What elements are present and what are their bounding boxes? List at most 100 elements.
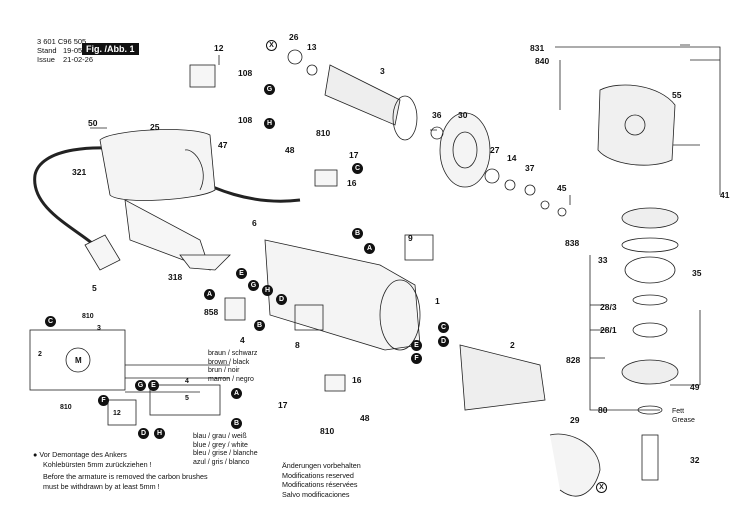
callout-a-top: A bbox=[364, 243, 375, 254]
note-line-3: Before the armature is removed the carbo… bbox=[43, 472, 208, 481]
callout-g-mid: G bbox=[248, 280, 259, 291]
wire-bottom-line-1: blau / grau / weiß bbox=[193, 433, 247, 440]
label-16a: 16 bbox=[347, 178, 357, 188]
callout-b-schem: B bbox=[231, 418, 242, 429]
label-810a: 810 bbox=[316, 128, 331, 138]
schematic-label-12: 12 bbox=[113, 410, 121, 417]
label-26: 26 bbox=[289, 32, 299, 42]
label-1: 1 bbox=[435, 296, 440, 306]
label-50: 50 bbox=[88, 118, 98, 128]
label-8: 8 bbox=[295, 340, 300, 350]
label-33: 33 bbox=[598, 255, 608, 265]
label-4: 4 bbox=[240, 335, 245, 345]
callout-x-bottom: X bbox=[596, 482, 607, 493]
callout-d-right: D bbox=[438, 336, 449, 347]
label-29: 29 bbox=[570, 415, 580, 425]
wire-top-line-1: braun / schwarz bbox=[208, 350, 258, 357]
callout-h-mid: H bbox=[262, 285, 273, 296]
label-28-3: 28/3 bbox=[600, 302, 617, 312]
figure-label: Fig. /Abb. 1 bbox=[82, 43, 139, 55]
wire-top-line-3: brun / noir bbox=[208, 367, 240, 374]
issue-value: 21-02-26 bbox=[63, 55, 94, 64]
schematic-label-3: 3 bbox=[97, 325, 101, 332]
schematic-motor-label: M bbox=[75, 356, 82, 365]
label-14: 14 bbox=[507, 153, 517, 163]
callout-b-top: B bbox=[352, 228, 363, 239]
callout-f-right: F bbox=[411, 353, 422, 364]
callout-d-mid: D bbox=[276, 294, 287, 305]
label-318: 318 bbox=[168, 272, 183, 282]
wire-top-line-4: marron / negro bbox=[208, 375, 254, 383]
callout-a-schem: A bbox=[231, 388, 242, 399]
callout-e-schem: E bbox=[148, 380, 159, 391]
callout-x-top: X bbox=[266, 40, 277, 51]
label-16b: 16 bbox=[352, 375, 362, 385]
label-35: 35 bbox=[692, 268, 702, 278]
label-30: 30 bbox=[458, 110, 468, 120]
label-17b: 17 bbox=[278, 400, 288, 410]
callout-g-top: G bbox=[264, 84, 275, 95]
label-9: 9 bbox=[408, 233, 413, 243]
wire-color-bottom: blau / grau / weiß blue / grey / white b… bbox=[193, 433, 258, 467]
label-108a: 108 bbox=[238, 68, 253, 78]
label-828: 828 bbox=[566, 355, 581, 365]
label-2: 2 bbox=[510, 340, 515, 350]
callout-h-top: H bbox=[264, 118, 275, 129]
note-line-4: must be withdrawn by at least 5mm ! bbox=[43, 481, 160, 491]
disclaimer-en: Modifications reserved bbox=[282, 470, 354, 480]
callout-g-schem: G bbox=[135, 380, 146, 391]
label-321: 321 bbox=[72, 167, 87, 177]
disclaimer-es: Salvo modificaciones bbox=[282, 489, 350, 499]
label-47: 47 bbox=[218, 140, 228, 150]
label-41: 41 bbox=[720, 190, 730, 200]
label-36: 36 bbox=[432, 110, 442, 120]
label-3: 3 bbox=[380, 66, 385, 76]
label-37: 37 bbox=[525, 163, 535, 173]
label-32: 32 bbox=[690, 455, 700, 465]
armature-note: ● Vor Demontage des Ankers Kohlebürsten … bbox=[33, 450, 208, 491]
callout-d-schem: D bbox=[138, 428, 149, 439]
issue-label: Issue bbox=[37, 55, 55, 64]
stand-value: 19-05 bbox=[63, 46, 83, 55]
wire-top-line-2: brown / black bbox=[208, 358, 250, 366]
callout-c-schem: C bbox=[45, 316, 56, 327]
label-810b: 810 bbox=[320, 426, 335, 436]
note-line-1: ● Vor Demontage des Ankers bbox=[33, 450, 127, 459]
disclaimer: Änderungen vorbehalten Modifications res… bbox=[282, 461, 361, 499]
note-line-2: Kohlebürsten 5mm zurückziehen ! bbox=[43, 459, 152, 469]
label-48b: 48 bbox=[360, 413, 370, 423]
label-838: 838 bbox=[565, 238, 580, 248]
callout-c-right: C bbox=[438, 322, 449, 333]
label-6: 6 bbox=[252, 218, 257, 228]
disclaimer-fr: Modifications réservées bbox=[282, 480, 358, 489]
schematic-label-5: 5 bbox=[185, 395, 189, 402]
callout-e-mid: E bbox=[236, 268, 247, 279]
label-55: 55 bbox=[672, 90, 682, 100]
disclaimer-de: Änderungen vorbehalten bbox=[282, 461, 361, 470]
label-13: 13 bbox=[307, 42, 317, 52]
callout-a-mid: A bbox=[204, 289, 215, 300]
callout-c-top: C bbox=[352, 163, 363, 174]
stand-label: Stand bbox=[37, 46, 57, 55]
label-27: 27 bbox=[490, 145, 500, 155]
label-108b: 108 bbox=[238, 115, 253, 125]
label-49: 49 bbox=[690, 382, 700, 392]
schematic-label-4: 4 bbox=[185, 378, 189, 385]
label-831: 831 bbox=[530, 43, 545, 53]
grease-note: Fett Grease bbox=[672, 408, 695, 425]
label-12: 12 bbox=[214, 43, 224, 53]
label-25: 25 bbox=[150, 122, 160, 132]
callout-e-right: E bbox=[411, 340, 422, 351]
callout-f-schem: F bbox=[98, 395, 109, 406]
document-number: 3 601 C96 505 bbox=[37, 37, 87, 46]
label-17a: 17 bbox=[349, 150, 359, 160]
label-5: 5 bbox=[92, 283, 97, 293]
label-80: 80 bbox=[598, 405, 608, 415]
schematic-label-810b: 810 bbox=[60, 404, 72, 411]
callout-h-schem: H bbox=[154, 428, 165, 439]
callout-b-mid: B bbox=[254, 320, 265, 331]
schematic-label-810a: 810 bbox=[82, 313, 94, 320]
wire-bottom-line-3: bleu / grise / blanche bbox=[193, 450, 258, 457]
label-28-1: 28/1 bbox=[600, 325, 617, 335]
